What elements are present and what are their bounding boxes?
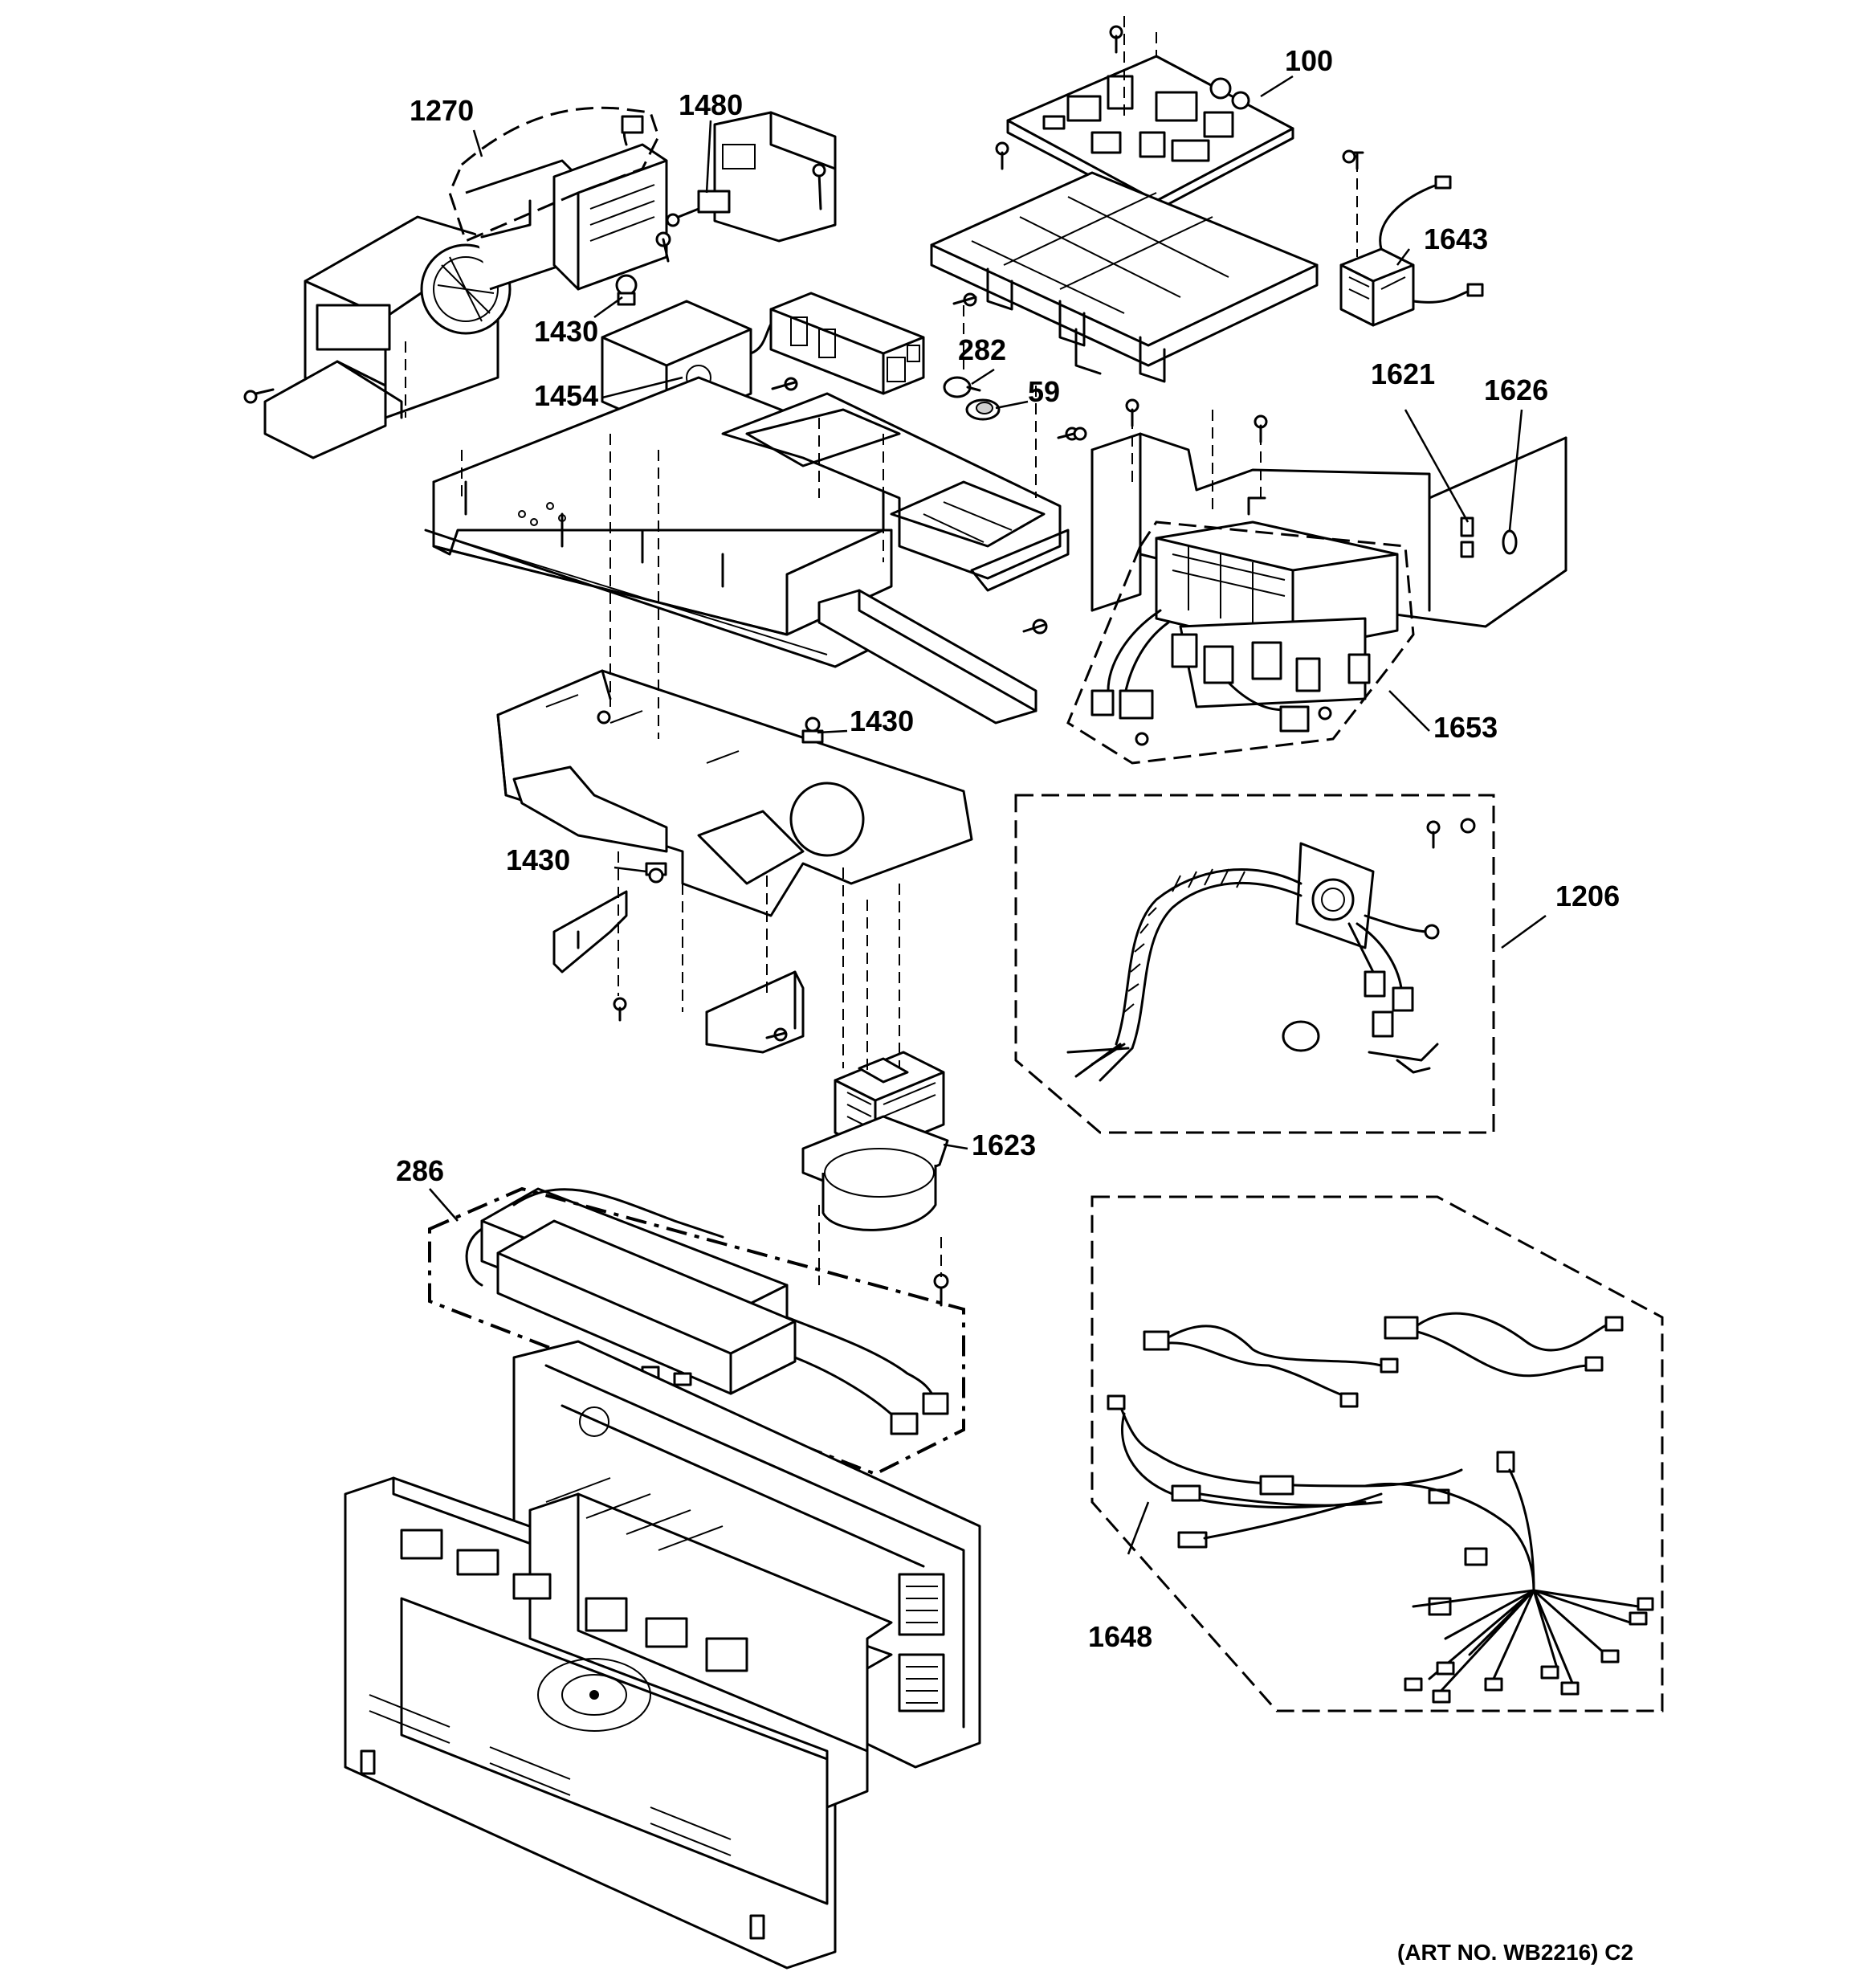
right-side-panel [1073,398,1567,628]
label-1206: 1206 [1555,880,1620,912]
bracket-1480 [666,111,837,243]
label-1430-mid: 1430 [850,704,914,737]
control-board-tray [930,171,1319,383]
transformer-1643 [1339,151,1484,327]
label-1430-top: 1430 [534,315,598,348]
label-286: 286 [396,1154,444,1187]
heater-286 [465,1187,949,1435]
label-1454: 1454 [534,379,598,412]
wire-harness-1206-boundary [1014,794,1495,1134]
label-1653: 1653 [1433,711,1498,744]
fan-motor-1623 [801,1051,949,1307]
wire-harness-1648-boundary [1090,1195,1664,1712]
label-1480: 1480 [679,88,743,121]
label-1626: 1626 [1484,374,1548,406]
cutout-1430-top [615,231,671,306]
middle-base-plate [496,669,973,917]
lower-brackets [552,890,805,1054]
label-1623: 1623 [972,1129,1036,1161]
label-1430-low: 1430 [506,843,570,876]
part-labels: 100 1270 1480 1643 1430 282 59 1454 1621… [396,44,1633,1965]
blower-assembly-1270 [243,115,668,459]
relay-board-1653 [1090,520,1399,746]
label-1648: 1648 [1088,1620,1152,1653]
wire-harness-1648 [1107,1312,1654,1704]
label-1621: 1621 [1371,357,1435,390]
wire-harness-1206 [1066,818,1476,1082]
art-number: (ART NO. WB2216) C2 [1397,1940,1633,1965]
label-1643: 1643 [1424,222,1488,255]
heater-286-boundary [428,1186,965,1476]
upper-tray-right [721,392,1070,592]
control-board-100 [1006,55,1294,212]
oven-cavity-and-frame [344,1340,981,1970]
projection-lines [405,16,1262,1285]
label-1270: 1270 [410,94,474,127]
screws-center [771,25,1356,391]
leader-lines [429,75,1547,1555]
label-100: 100 [1285,44,1333,77]
blower-1270-boundary [448,106,660,243]
rail [817,589,1048,725]
label-282: 282 [958,333,1006,366]
label-59: 59 [1028,375,1060,408]
relay-board-1653-boundary [1066,520,1415,765]
